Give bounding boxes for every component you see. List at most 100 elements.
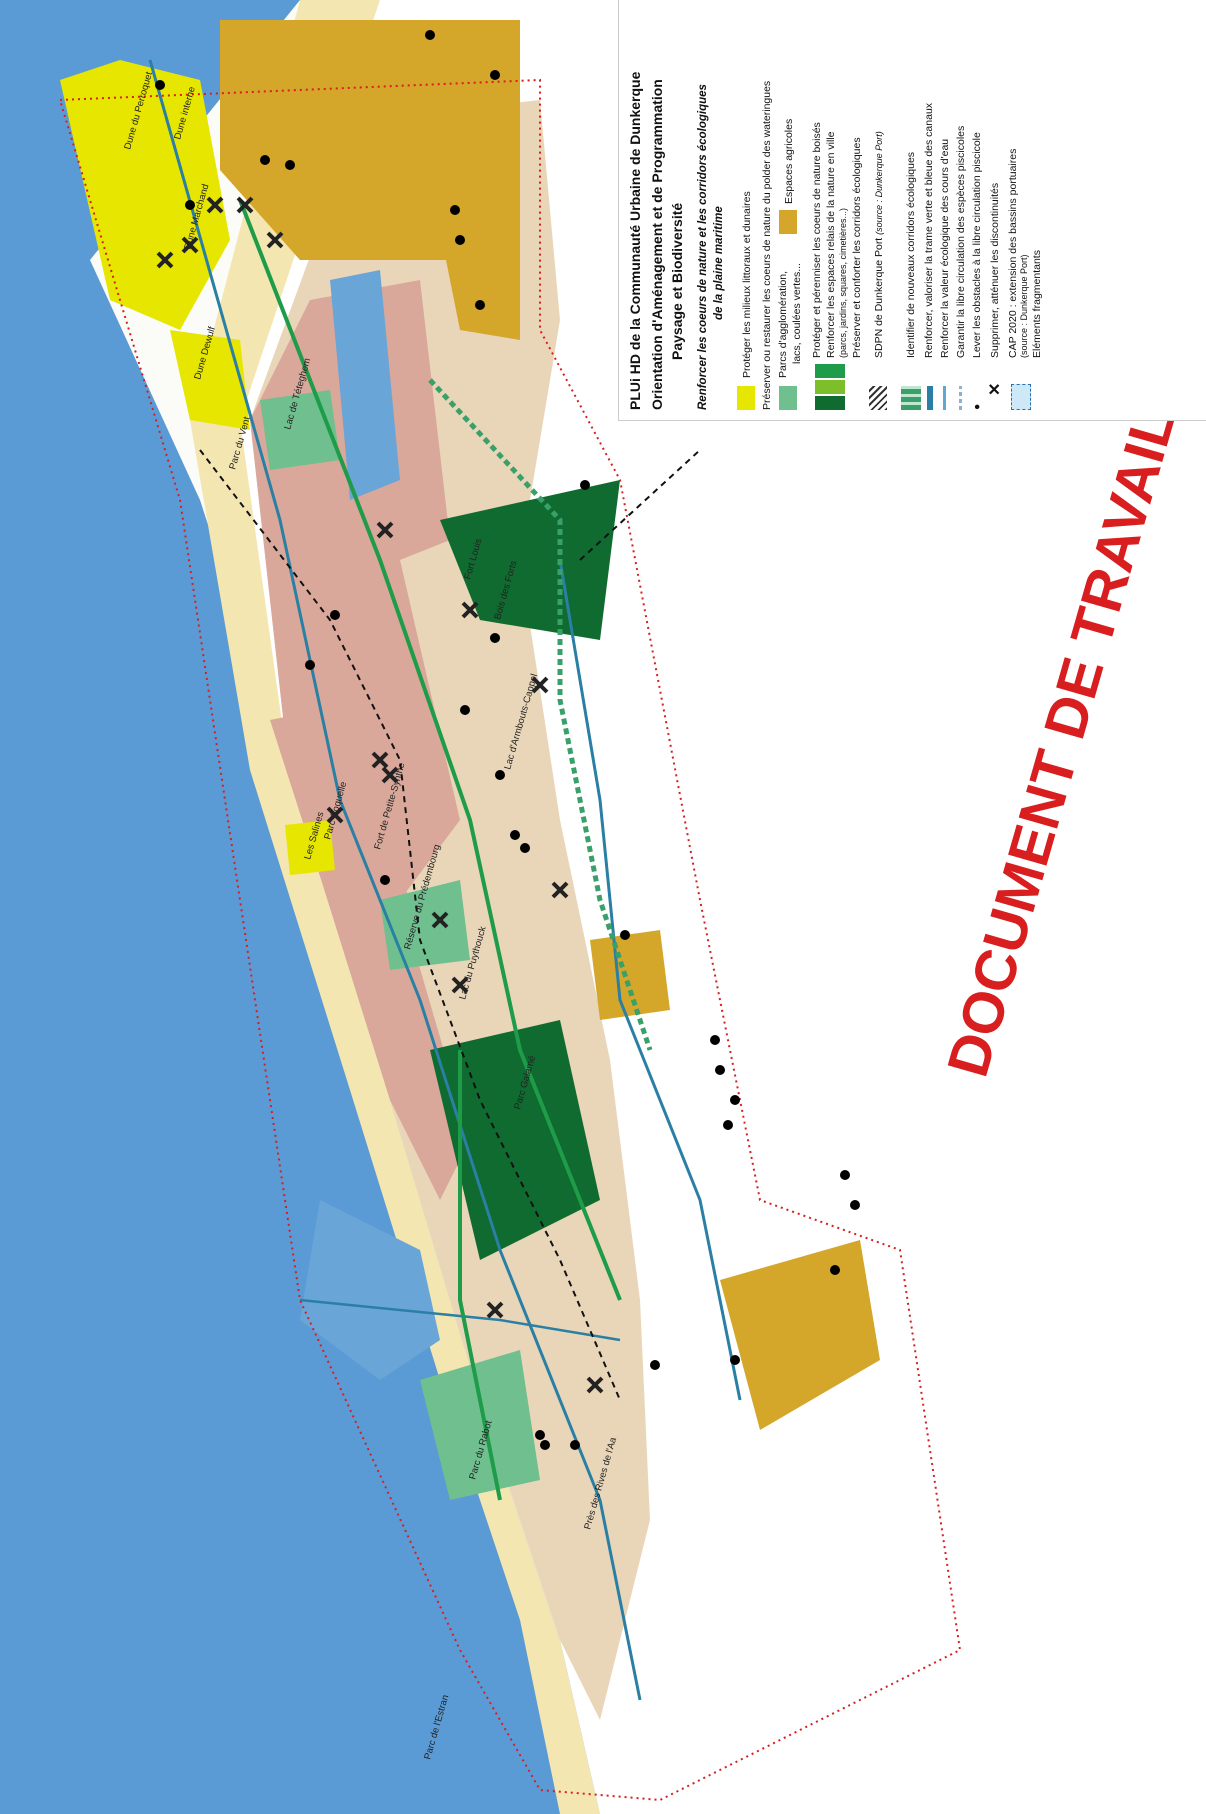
- dune-area: [60, 60, 230, 330]
- legend-item-agricole: Espaces agricoles: [783, 118, 795, 204]
- swatch-corridor: [815, 364, 845, 378]
- legend-item-parcs-2: lacs, coulées vertes...: [791, 263, 803, 364]
- legend-subtitle-1: Renforcer les coeurs de nature et les co…: [697, 84, 709, 410]
- obstacle-dot-marker: [490, 70, 500, 80]
- swatch-new-corridor: [901, 386, 921, 410]
- obstacle-dot-marker: [580, 480, 590, 490]
- obstacle-dot-marker: [715, 1065, 725, 1075]
- obstacle-dot-marker: [830, 1265, 840, 1275]
- fragmenting-line: [199, 449, 621, 1401]
- discontinuity-cross-marker: [206, 196, 224, 214]
- legend-item-fragmentants: Eléments fragmentants: [1031, 250, 1043, 358]
- legend-item-discontinuites: Supprimer, atténuer les discontinuités: [989, 182, 1001, 358]
- obstacle-dot-marker: [285, 160, 295, 170]
- obstacle-dot-marker: [650, 1360, 660, 1370]
- obstacle-dot-marker: [185, 200, 195, 210]
- park-area: [380, 880, 470, 970]
- canal-west: [299, 1298, 621, 1342]
- swatch-canal: [927, 386, 933, 410]
- legend: PLUi HD de la Communauté Urbaine de Dunk…: [618, 0, 1206, 421]
- obstacle-dot-marker: [540, 1440, 550, 1450]
- legend-item-cours-eau: Renforcer la valeur écologique des cours…: [939, 138, 951, 358]
- agricultural-area-center: [590, 930, 670, 1020]
- obstacle-dot-marker: [840, 1170, 850, 1180]
- swatch-agricole: [779, 210, 797, 234]
- legend-item-relais-2: (parcs, jardins, squares, cimetières...): [838, 207, 848, 358]
- swatch-forest: [815, 396, 845, 410]
- markers: [155, 30, 860, 1450]
- salines: [285, 820, 335, 875]
- legend-title-2: Orientation d'Aménagement et de Programm…: [649, 79, 665, 410]
- discontinuity-cross-marker: [376, 521, 394, 539]
- obstacle-dot-marker: [535, 1430, 545, 1440]
- corridor-1: [238, 199, 622, 1301]
- swatch-dunes: [737, 386, 755, 410]
- legend-item-sdpn: SDPN de Dunkerque Port (source : Dunkerq…: [873, 131, 885, 358]
- legend-item-parcs: Parcs d'agglomération,: [777, 270, 789, 378]
- obstacle-dot-marker: [425, 30, 435, 40]
- discontinuity-cross-marker: [156, 251, 174, 269]
- discontinuity-cross-marker: [236, 196, 254, 214]
- boundary: [58, 78, 962, 1802]
- obstacle-dot-marker: [730, 1095, 740, 1105]
- discontinuity-cross-marker: [586, 1376, 604, 1394]
- obstacle-dot-marker: [520, 843, 530, 853]
- canal-south: [558, 559, 742, 1401]
- swatch-parcs: [779, 386, 797, 410]
- dune-dewulf: [170, 330, 250, 430]
- obstacle-dot-marker: [155, 80, 165, 90]
- discontinuity-cross-marker: [551, 881, 569, 899]
- obstacle-dot-marker: [730, 1355, 740, 1365]
- legend-subtitle-2: de la plaine maritime: [713, 206, 725, 320]
- port-basin-west: [300, 1200, 440, 1380]
- obstacle-dot-marker: [510, 830, 520, 840]
- discontinuity-cross-marker: [451, 976, 469, 994]
- legend-item-polder: Préserver ou restaurer les coeurs de nat…: [761, 80, 773, 410]
- discontinuity-cross-marker: [266, 231, 284, 249]
- discontinuity-cross-marker: [381, 766, 399, 784]
- obstacle-dot-marker: [380, 875, 390, 885]
- obstacle-dot-marker: [330, 610, 340, 620]
- discontinuity-cross-marker: [181, 236, 199, 254]
- forest-core-bois-des-forts: [440, 480, 620, 640]
- legend-cross-icon: ✕: [987, 382, 1004, 396]
- obstacle-dot-marker: [455, 235, 465, 245]
- legend-item-forest: Protéger et pérenniser les coeurs de nat…: [811, 122, 823, 358]
- legend-title-3: Paysage et Biodiversité: [669, 202, 685, 360]
- obstacle-dot-marker: [260, 155, 270, 165]
- obstacle-dot-marker: [850, 1200, 860, 1210]
- discontinuity-cross-marker: [461, 601, 479, 619]
- swatch-sdpn: [869, 386, 887, 410]
- port-area-east: [270, 700, 420, 1000]
- obstacle-dot-marker: [460, 705, 470, 715]
- obstacle-dot-marker: [570, 1440, 580, 1450]
- agricultural-area-mid: [440, 230, 520, 340]
- obstacle-dot-marker: [450, 205, 460, 215]
- discontinuity-cross-marker: [371, 751, 389, 769]
- corridor-2: [458, 1050, 502, 1501]
- agricultural-area-south: [720, 1240, 880, 1430]
- swatch-piscicole: [959, 386, 962, 410]
- swatch-relais: [815, 380, 845, 394]
- legend-item-new-corridor: Identifier de nouveaux corridors écologi…: [905, 151, 917, 358]
- obstacle-dot-marker: [723, 1120, 733, 1130]
- canal-main: [148, 59, 642, 1701]
- legend-rotated: PLUi HD de la Communauté Urbaine de Dunk…: [619, 0, 1206, 420]
- discontinuity-cross-marker: [486, 1301, 504, 1319]
- legend-dot-icon: ●: [971, 403, 983, 410]
- obstacle-dot-marker: [305, 660, 315, 670]
- obstacle-dot-marker: [475, 300, 485, 310]
- swatch-cours-eau: [943, 386, 946, 410]
- legend-item-piscicole: Garantir la libre circulation des espèce…: [955, 125, 967, 358]
- legend-item-relais: Renforcer les espaces relais de la natur…: [825, 131, 837, 358]
- discontinuity-cross-marker: [531, 676, 549, 694]
- legend-item-dunes: Protéger les milieux littoraux et dunair…: [741, 191, 753, 378]
- legend-item-corridor: Préserver et conforter les corridors éco…: [851, 137, 863, 358]
- forest-core-west: [430, 1020, 600, 1260]
- discontinuity-cross-marker: [431, 911, 449, 929]
- discontinuity-cross-marker: [326, 806, 344, 824]
- fragmenting-line-east: [579, 449, 701, 561]
- legend-item-cap2020: CAP 2020 : extension des bassins portuai…: [1007, 148, 1019, 358]
- new-corridor: [428, 378, 653, 1051]
- obstacle-dot-marker: [490, 633, 500, 643]
